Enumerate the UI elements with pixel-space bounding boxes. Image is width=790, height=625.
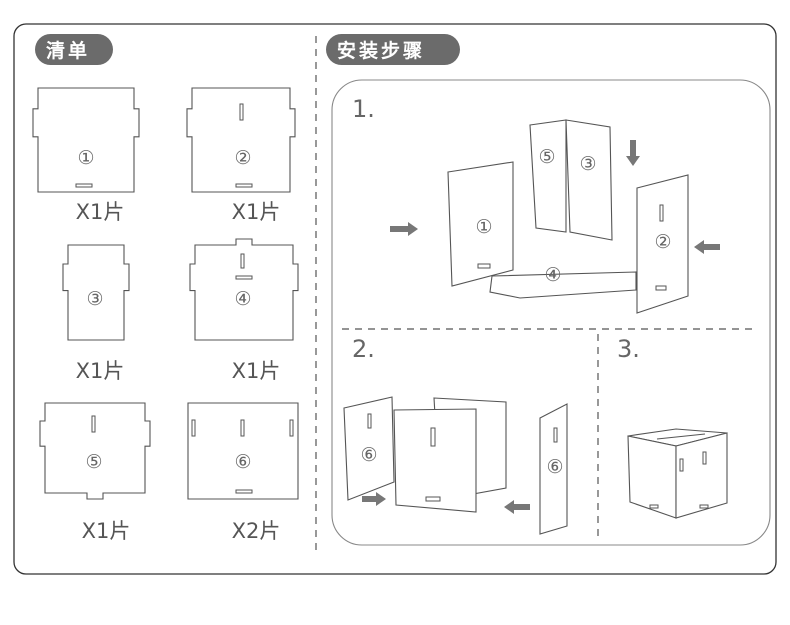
part-number: ①: [77, 147, 94, 169]
step-label: 2.: [352, 335, 375, 363]
arrow-right-icon: [390, 222, 418, 236]
panel-6-left: [343, 396, 395, 501]
step-3: 3.: [617, 335, 728, 519]
part-3-outline: [62, 244, 130, 341]
panel-2: [636, 174, 689, 314]
step-1: 1. ⑤ ③ ① ② ④: [352, 95, 720, 314]
part-number: ②: [234, 147, 251, 169]
panel-1: [447, 161, 514, 287]
part-2-outline: [186, 87, 296, 193]
part-quantity: X1片: [76, 359, 125, 383]
part-quantity: X1片: [232, 359, 281, 383]
arrow-left-icon: [504, 500, 530, 514]
parts-list: [32, 87, 299, 500]
step-label: 3.: [617, 335, 640, 363]
part-number: ⑤: [85, 451, 102, 473]
outer-frame: [13, 23, 777, 575]
part-quantity: X2片: [232, 519, 281, 543]
panel-3: [565, 119, 613, 241]
part-label: ⑥: [546, 456, 563, 478]
part-1-outline: [32, 87, 140, 193]
part-5-outline: [39, 402, 151, 500]
panel-6-right: [539, 403, 568, 535]
part-label: ⑥: [360, 444, 377, 466]
part-4-outline: [189, 238, 299, 341]
part-label: ②: [654, 231, 671, 253]
part-number: ③: [86, 288, 103, 310]
steps-title: 安装步骤: [337, 39, 425, 62]
step-2: 2. ⑥ ⑥: [343, 335, 568, 535]
arrow-left-icon: [694, 240, 720, 254]
part-label: ①: [475, 216, 492, 238]
part-quantity: X1片: [76, 200, 125, 224]
part-6-outline: [187, 402, 299, 500]
part-label: ⑤: [538, 146, 555, 168]
panel-5: [529, 119, 567, 233]
panel-front: [393, 408, 477, 513]
part-label: ③: [579, 153, 596, 175]
steps-frame: [331, 79, 771, 546]
steps-header: 安装步骤: [326, 34, 460, 65]
parts-list-title: 清单: [46, 39, 90, 62]
parts-list-header: 清单: [35, 34, 113, 65]
panel-4: [489, 271, 637, 299]
step-label: 1.: [352, 95, 375, 123]
arrow-right-icon: [362, 492, 386, 506]
part-quantity: X1片: [82, 519, 131, 543]
part-number: ④: [234, 288, 251, 310]
part-label: ④: [544, 264, 561, 286]
arrow-down-icon: [626, 140, 640, 166]
box-left-face: [627, 435, 677, 519]
box-right-face: [675, 432, 728, 519]
part-number: ⑥: [234, 451, 251, 473]
part-quantity: X1片: [232, 200, 281, 224]
